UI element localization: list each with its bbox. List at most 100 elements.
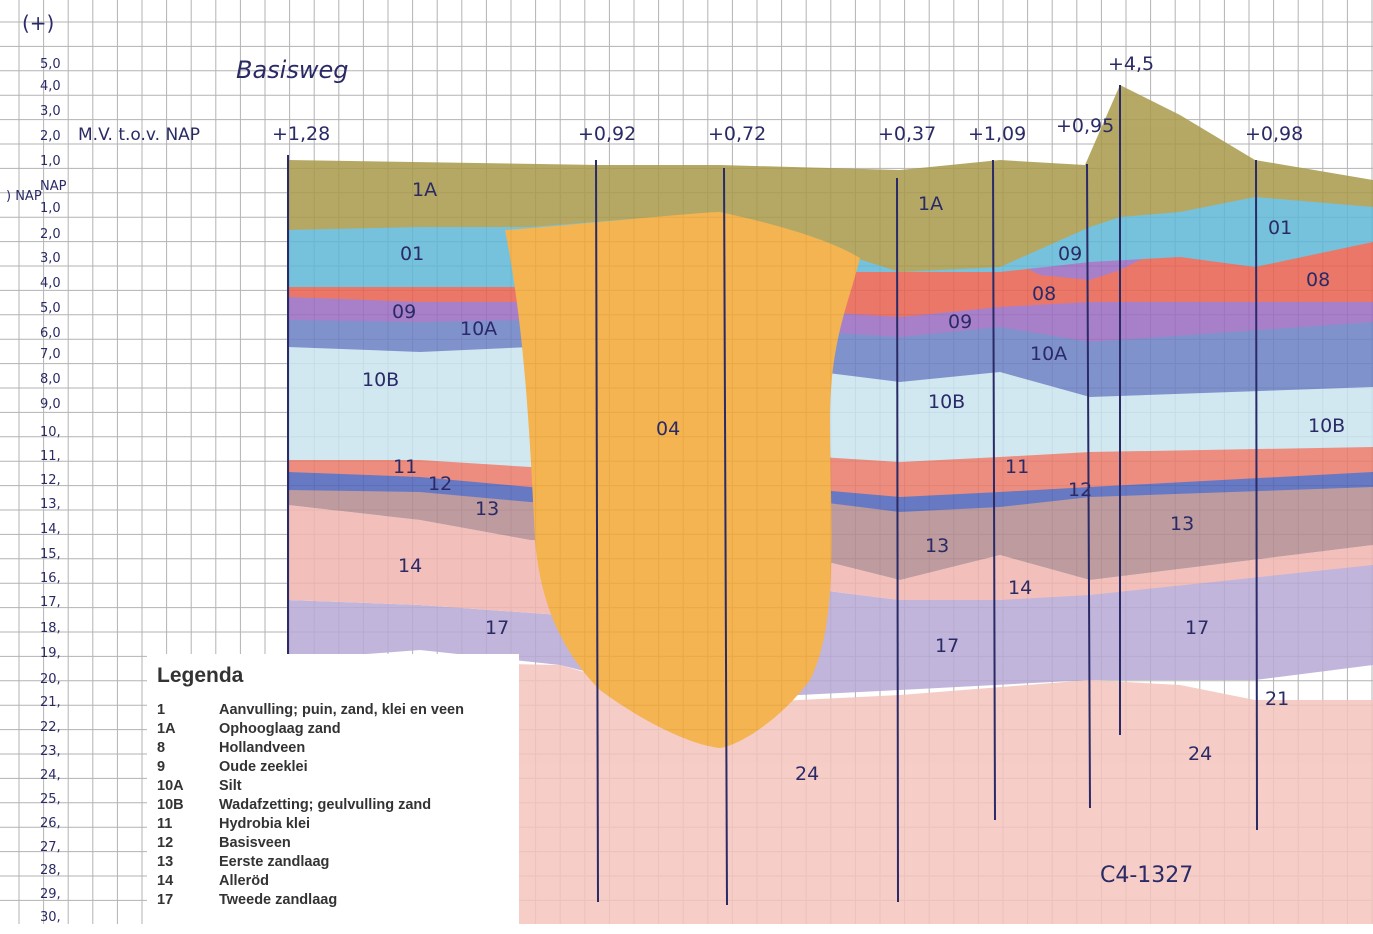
legend-description: Ophooglaag zand [219, 720, 341, 739]
layer-label: 24 [795, 763, 819, 785]
legend-description: Tweede zandlaag [219, 891, 337, 910]
depth-tick-label: 17, [40, 595, 61, 610]
depth-tick-label: 4,0 [40, 79, 61, 94]
depth-tick-label: 3,0 [40, 104, 61, 119]
depth-tick-label: 11, [40, 449, 61, 464]
layer-label: 04 [656, 418, 680, 440]
depth-tick-label: 27, [40, 840, 61, 855]
legend: Legenda 1Aanvulling; puin, zand, klei en… [147, 654, 519, 934]
depth-tick-label: 20, [40, 672, 61, 687]
legend-description: Aanvulling; puin, zand, klei en veen [219, 701, 464, 720]
legend-description: Wadafzetting; geulvulling zand [219, 796, 431, 815]
layer-label: 10B [1308, 415, 1345, 437]
layer-label: 11 [1005, 456, 1029, 478]
depth-tick-label: 15, [40, 547, 61, 562]
layer-label: 13 [1170, 513, 1194, 535]
depth-tick-label: 7,0 [40, 347, 61, 362]
layer-label: 1A [412, 179, 437, 201]
depth-tick-label: 26, [40, 816, 61, 831]
legend-row: 13Eerste zandlaag [157, 853, 519, 872]
borehole-line [1256, 160, 1257, 830]
nap-axis-label: ) NAP [6, 189, 42, 204]
legend-row: 8Hollandveen [157, 739, 519, 758]
layer-label: 08 [1032, 283, 1056, 305]
depth-tick-label: 29, [40, 887, 61, 902]
layer-label: 12 [428, 473, 452, 495]
legend-row: 10BWadafzetting; geulvulling zand [157, 796, 519, 815]
borehole-elevation: +1,09 [968, 123, 1026, 145]
depth-tick-label: 8,0 [40, 372, 61, 387]
sheet-code: C4-1327 [1100, 863, 1193, 888]
legend-row: 10ASilt [157, 777, 519, 796]
legend-description: Silt [219, 777, 242, 796]
depth-tick-label: 1,0 [40, 201, 61, 216]
legend-description: Alleröd [219, 872, 269, 891]
depth-tick-label: 2,0 [40, 227, 61, 242]
layer-label: 13 [475, 498, 499, 520]
depth-tick-label: 30, [40, 910, 61, 924]
legend-code: 11 [157, 815, 219, 834]
legend-row: 1Aanvulling; puin, zand, klei en veen [157, 701, 519, 720]
layer-label: 17 [485, 617, 509, 639]
borehole-elevation: +1,28 [272, 123, 330, 145]
borehole-elevation: +0,98 [1245, 123, 1303, 145]
depth-tick-label: 19, [40, 646, 61, 661]
depth-tick-label: 1,0 [40, 154, 61, 169]
layer-label: 09 [392, 301, 416, 323]
borehole-elevation: +0,95 [1056, 115, 1114, 137]
layer-label: 11 [393, 456, 417, 478]
layer-label: 14 [1008, 577, 1032, 599]
depth-tick-label: 14, [40, 522, 61, 537]
legend-code: 1 [157, 701, 219, 720]
borehole-elevation: +4,5 [1108, 53, 1154, 75]
layer-label: 09 [1058, 243, 1082, 265]
legend-row: 17Tweede zandlaag [157, 891, 519, 910]
legend-row: 9Oude zeeklei [157, 758, 519, 777]
depth-tick-label: 9,0 [40, 397, 61, 412]
legend-description: Oude zeeklei [219, 758, 308, 777]
layer-label: 12 [1068, 479, 1092, 501]
legend-code: 9 [157, 758, 219, 777]
legend-code: 13 [157, 853, 219, 872]
depth-tick-label: 24, [40, 768, 61, 783]
depth-tick-label: 6,0 [40, 326, 61, 341]
depth-tick-label: 21, [40, 695, 61, 710]
borehole-elevation: +0,37 [878, 123, 936, 145]
legend-row: 14Alleröd [157, 872, 519, 891]
legend-row: 12Basisveen [157, 834, 519, 853]
legend-description: Hollandveen [219, 739, 305, 758]
depth-tick-label: 5,0 [40, 57, 61, 72]
legend-code: 8 [157, 739, 219, 758]
depth-tick-label: 23, [40, 744, 61, 759]
layer-label: 1A [918, 193, 943, 215]
legend-row: 1AOphooglaag zand [157, 720, 519, 739]
depth-tick-label: 22, [40, 720, 61, 735]
layer-label: 17 [935, 635, 959, 657]
depth-tick-label: 3,0 [40, 251, 61, 266]
legend-code: 1A [157, 720, 219, 739]
layer-label: 14 [398, 555, 422, 577]
legend-description: Hydrobia klei [219, 815, 310, 834]
legend-row: 11Hydrobia klei [157, 815, 519, 834]
depth-tick-label: 28, [40, 863, 61, 878]
layer-label: 08 [1306, 269, 1330, 291]
top-axis-label: (+) [22, 11, 54, 35]
layer-label: 10A [1030, 343, 1067, 365]
borehole-elevation: +0,72 [708, 123, 766, 145]
layer-label: 09 [948, 311, 972, 333]
depth-tick-label: 18, [40, 621, 61, 636]
depth-tick-label: 2,0 [40, 129, 61, 144]
legend-code: 17 [157, 891, 219, 910]
depth-tick-label: 25, [40, 792, 61, 807]
depth-tick-label: 12, [40, 473, 61, 488]
layer-label: 10A [460, 318, 497, 340]
legend-code: 14 [157, 872, 219, 891]
legend-description: Basisveen [219, 834, 291, 853]
depth-tick-label: 5,0 [40, 301, 61, 316]
borehole-elevation: +0,92 [578, 123, 636, 145]
surface-label: M.V. t.o.v. NAP [78, 125, 200, 145]
layer-label: 01 [1268, 217, 1292, 239]
depth-tick-label: NAP [40, 179, 67, 194]
legend-title: Legenda [157, 664, 519, 688]
legend-code: 12 [157, 834, 219, 853]
